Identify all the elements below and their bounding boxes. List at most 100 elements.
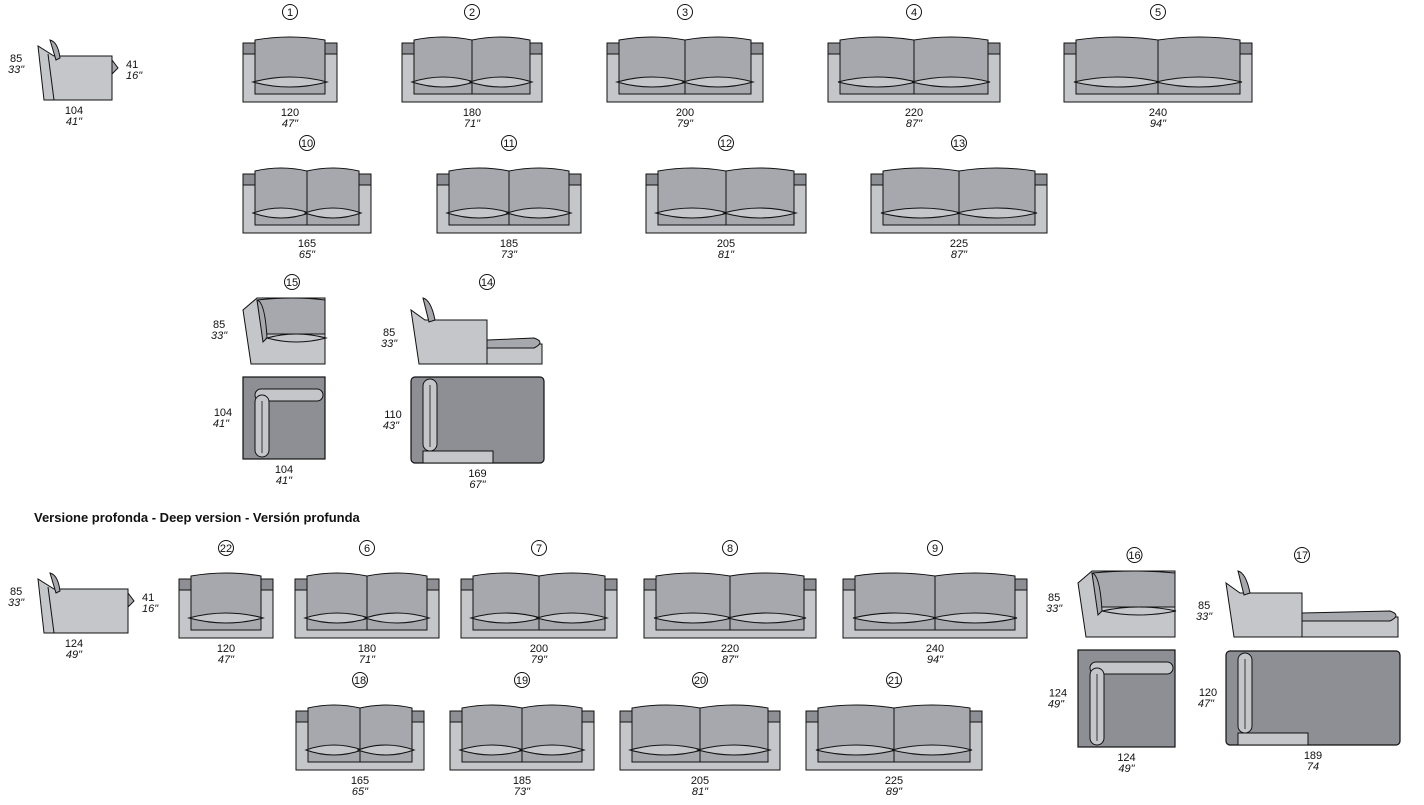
seat-cushion (534, 612, 610, 624)
width-cm: 225 (885, 775, 903, 787)
width-in: 74 (1307, 761, 1319, 773)
depth-in: 49" (1048, 699, 1065, 711)
item-number-badge: 6 (359, 540, 375, 556)
width-cm: 185 (513, 775, 531, 787)
item-number-badge: 2 (464, 4, 480, 20)
number-circle (951, 135, 967, 151)
width-in: 79" (677, 118, 694, 130)
item-number: 19 (516, 675, 528, 687)
side-back-cushion (49, 572, 61, 594)
item-number: 18 (354, 675, 366, 687)
item-number-badge: 3 (677, 4, 693, 20)
number-circle (1150, 4, 1166, 20)
corner-side-back (1091, 570, 1176, 608)
height-in: 33" (8, 597, 25, 609)
left-arm-top (242, 42, 256, 55)
item-number: 22 (220, 543, 232, 555)
left-arm-top (870, 173, 884, 186)
width-in: 87" (722, 654, 739, 666)
item-number: 9 (932, 543, 938, 555)
seat-cushion (1155, 76, 1243, 88)
height-cm: 85 (213, 319, 225, 331)
side-line (47, 53, 55, 101)
width-in: 65" (299, 249, 316, 261)
side-line (47, 586, 55, 634)
right-arm-top (426, 578, 440, 591)
item-number-badge: 17 (1294, 547, 1310, 563)
chaise-top-view (1225, 650, 1401, 746)
item-number-badge: 15 (284, 274, 300, 290)
chaise-side-body (410, 308, 488, 365)
corner-top-back (254, 388, 324, 402)
chaise-side-back (1237, 570, 1251, 596)
item-number-badge: 10 (299, 135, 315, 151)
item-number: 4 (911, 7, 917, 19)
item-number: 11 (503, 138, 514, 150)
right-arm-top (581, 710, 595, 723)
depth-cm: 124 (1049, 688, 1067, 700)
seat-cushion (727, 612, 807, 624)
depth-cm: 120 (1199, 687, 1217, 699)
item-number: 17 (1296, 550, 1308, 562)
depth-in: 43" (383, 420, 400, 432)
seat-cushion (911, 76, 991, 88)
width-cm: 240 (926, 643, 944, 655)
side-seat-tip (111, 58, 119, 76)
right-arm-top (568, 173, 582, 186)
width-cm: 205 (691, 775, 709, 787)
number-circle (464, 4, 480, 20)
corner-side-seat (1101, 606, 1177, 616)
width-cm: 200 (676, 107, 694, 119)
number-circle (1294, 547, 1310, 563)
width-in: 94" (1150, 118, 1167, 130)
width-in: 94" (927, 654, 944, 666)
height-cm: 85 (10, 53, 22, 65)
seat-cushion (891, 744, 973, 756)
side-back-cushion (49, 39, 61, 61)
width-in: 81" (718, 249, 735, 261)
corner-side-back (256, 297, 326, 335)
side-body (37, 45, 113, 101)
item-number-badge: 14 (479, 274, 495, 290)
item-number: 15 (286, 277, 298, 289)
number-circle (692, 672, 708, 688)
right-arm-top (1239, 42, 1253, 55)
width-cm: 220 (721, 643, 739, 655)
item-number-badge: 18 (352, 672, 368, 688)
item-number-badge: 8 (722, 540, 738, 556)
width-in: 49" (1118, 763, 1135, 775)
width-in: 47" (218, 654, 235, 666)
item-number-badge: 20 (692, 672, 708, 688)
number-circle (886, 672, 902, 688)
item-number: 13 (953, 138, 965, 150)
left-arm-top (295, 710, 309, 723)
width-in: 41" (276, 475, 293, 487)
chaise-top-base (1237, 732, 1309, 746)
item-number: 12 (720, 138, 732, 150)
right-arm-top (803, 578, 817, 591)
height-in: 33" (211, 330, 228, 342)
seat-cushion (363, 612, 431, 624)
number-circle (906, 4, 922, 20)
number-circle (531, 540, 547, 556)
width-cm: 165 (298, 238, 316, 250)
left-arm-top (606, 42, 620, 55)
number-circle (927, 540, 943, 556)
left-arm-top (1063, 42, 1077, 55)
right-arm-top (767, 710, 781, 723)
seat-cushion (505, 207, 573, 219)
left-arm-top (460, 578, 474, 591)
number-circle (1126, 547, 1143, 563)
